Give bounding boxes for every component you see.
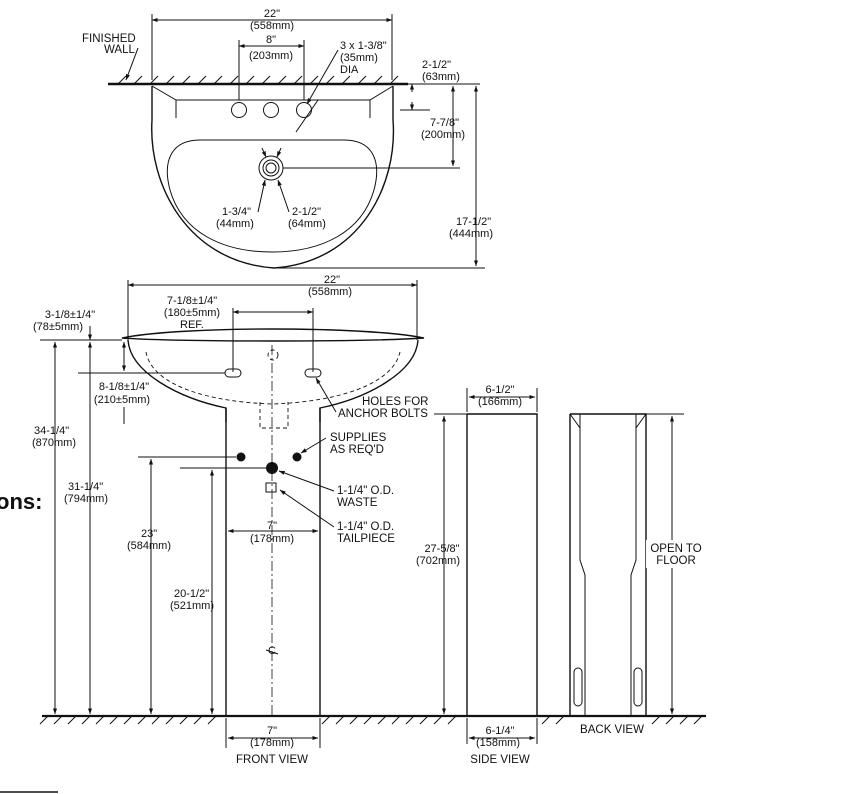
anchor-spread-mm: (180±5mm) (164, 307, 220, 319)
waste-label-2: WASTE (337, 497, 378, 509)
pedestal-side (466, 413, 538, 716)
supplies-label: SUPPLIES (330, 432, 387, 444)
tailpiece (265, 482, 277, 493)
anchor-drop-mm: (210±5mm) (94, 394, 150, 406)
back-view: OPEN TO FLOOR BACK VIEW (569, 413, 706, 736)
front-view-caption: FRONT VIEW (236, 754, 308, 766)
pedestal-front (225, 408, 321, 716)
supply-height-mm: (584mm) (127, 540, 171, 552)
waste-height: 20-1/2" (174, 588, 209, 600)
faucet-hole-center (263, 102, 279, 118)
drain-inner (262, 159, 280, 177)
side-view-caption: SIDE VIEW (470, 754, 530, 766)
centerline-symbol: C (268, 645, 276, 657)
floor (39, 714, 706, 725)
overall-height: 34-1/4" (34, 425, 69, 437)
wall-gap: 2-1/2" (422, 59, 451, 71)
front-width: 22" (324, 274, 340, 286)
drain-core (265, 162, 277, 174)
basin-outline-top (151, 86, 395, 269)
anchor-spread-ref: REF. (180, 319, 204, 331)
basin-depth-mm: (444mm) (449, 228, 493, 240)
rim-height: 3-1/8±1/4" (45, 309, 95, 321)
faucet-hole-right (296, 102, 312, 118)
basin-depth: 17-1/2" (456, 216, 491, 228)
bowl-outline-top (166, 139, 378, 253)
back-slot-left (573, 667, 583, 707)
overall-height-mm: (870mm) (32, 437, 76, 449)
anchor-slot-right (304, 368, 322, 378)
open-to-floor-label: OPEN TO (650, 543, 701, 555)
supplies-label-2: AS REQ'D (330, 444, 384, 456)
drain-size-b-mm: (64mm) (288, 218, 326, 230)
drain-size-a: 1-3/4" (222, 206, 251, 218)
side-top-width-mm: (166mm) (478, 396, 522, 408)
anchor-bolt-label-2: ANCHOR BOLTS (338, 408, 428, 420)
rim-height-mm: (78±5mm) (33, 321, 83, 333)
wall-gap-mm: (63mm) (422, 71, 460, 83)
holes-dia: DIA (340, 64, 359, 76)
basin-body-front (127, 339, 419, 422)
tailpiece-label-2: TAILPIECE (337, 533, 395, 545)
side-base-width-mm: (158mm) (476, 737, 520, 749)
faucet-hole-left (231, 102, 247, 118)
side-height: 27-5/8" (424, 543, 459, 555)
back-view-caption: BACK VIEW (580, 724, 644, 736)
anchor-drop: 8-1/8±1/4" (99, 381, 149, 393)
holes-size: 3 x 1-3/8" (340, 40, 387, 52)
finished-wall-label-2: WALL (104, 44, 135, 56)
side-view: 6-1/2" (166mm) 27-5/8" (702mm) 6-1/4" (1… (416, 384, 538, 766)
drain-size-a-mm: (44mm) (216, 218, 254, 230)
drain-size-b: 2-1/2" (292, 206, 321, 218)
drain-distance-mm: (200mm) (421, 129, 465, 141)
supply-left (236, 452, 246, 462)
faucet-spread-mm: (203mm) (249, 50, 293, 62)
anchor-bolt-label: HOLES FOR (362, 396, 428, 408)
faucet-spread: 8" (266, 34, 276, 46)
supply-right (292, 452, 302, 462)
top-width: 22" (264, 8, 280, 20)
cropped-heading: ons: (0, 489, 42, 514)
drain-distance: 7-7/8" (430, 117, 459, 129)
waste-label: 1-1/4" O.D. (337, 485, 394, 497)
basin-rim-front (121, 328, 425, 342)
rim-to-floor: 31-1/4" (68, 481, 103, 493)
finished-wall-label: FINISHED (82, 33, 136, 45)
rim-to-floor-mm: (794mm) (64, 493, 108, 505)
front-width-mm: (558mm) (308, 286, 352, 298)
open-to-floor-label-2: FLOOR (656, 555, 696, 567)
wall-hatch (117, 75, 399, 85)
pedestal-base-width-mm: (178mm) (250, 737, 294, 749)
front-view: 22" (558mm) 7-1/8±1/4" (180±5mm) REF. C … (32, 274, 428, 766)
side-top-width: 6-1/2" (486, 384, 515, 396)
top-width-mm: (558mm) (250, 20, 294, 32)
side-height-mm: (702mm) (416, 555, 460, 567)
pedestal-base-width: 7" (267, 725, 277, 737)
back-slot-right (633, 667, 643, 707)
anchor-spread: 7-1/8±1/4" (167, 295, 217, 307)
waste-height-mm: (521mm) (170, 600, 214, 612)
side-base-width: 6-1/4" (486, 725, 515, 737)
top-view: 22" (558mm) FINISHED WALL 8" (203mm) 3 x… (82, 8, 493, 269)
holes-size-mm: (35mm) (340, 52, 378, 64)
waste-outlet (266, 462, 278, 474)
tailpiece-label: 1-1/4" O.D. (337, 521, 394, 533)
pedestal-top-width: 7" (267, 520, 277, 532)
pedestal-top-width-mm: (178mm) (250, 533, 294, 545)
supply-height: 23" (141, 528, 157, 540)
